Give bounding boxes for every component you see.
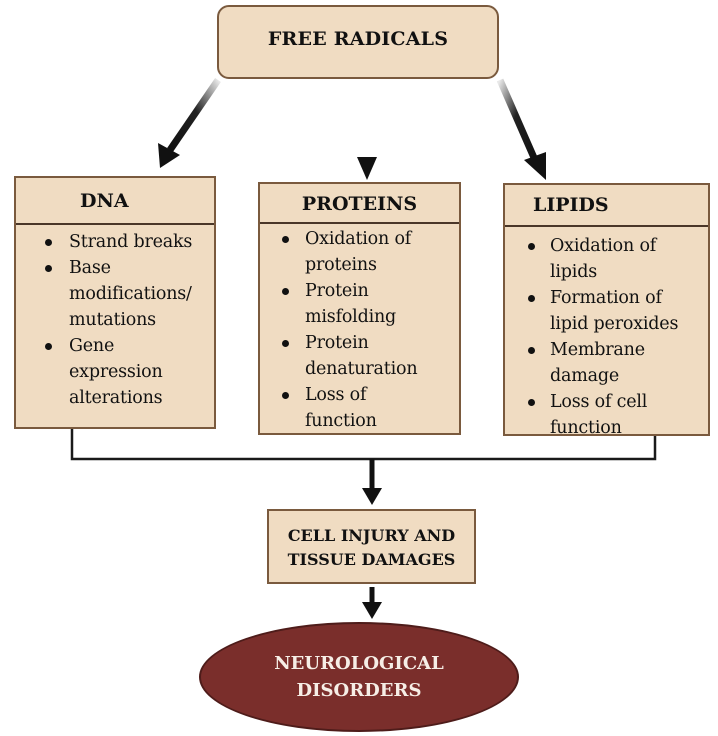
cell-injury-line-1: CELL INJURY AND bbox=[287, 525, 456, 545]
effect-text: function bbox=[305, 411, 377, 431]
effect-item: Protein bbox=[260, 278, 459, 304]
effect-item-continuation: lipid peroxides bbox=[505, 311, 708, 337]
bullet-icon bbox=[528, 347, 535, 354]
effect-text: Membrane bbox=[550, 340, 645, 360]
effect-item: Gene bbox=[16, 333, 214, 359]
effect-text: misfolding bbox=[305, 307, 397, 327]
effect-item-continuation: function bbox=[260, 408, 459, 434]
neurological-disorders-ellipse: NEUROLOGICAL DISORDERS bbox=[199, 622, 519, 732]
effect-text: Formation of bbox=[550, 288, 662, 308]
bullet-icon bbox=[528, 295, 535, 302]
effect-item: Base bbox=[16, 255, 214, 281]
neurological-disorders-line-2: DISORDERS bbox=[296, 680, 422, 701]
bullet-icon bbox=[282, 340, 289, 347]
free-radicals-box: FREE RADICALS bbox=[217, 5, 499, 79]
effect-text: lipids bbox=[550, 262, 597, 282]
effect-item-continuation: misfolding bbox=[260, 304, 459, 330]
effect-item-continuation: damage bbox=[505, 363, 708, 389]
effect-item-continuation: proteins bbox=[260, 252, 459, 278]
effect-text: expression bbox=[69, 362, 163, 382]
bullet-icon bbox=[45, 343, 52, 350]
arrow-root-to-proteins bbox=[357, 80, 377, 180]
effect-item: Loss of cell bbox=[505, 389, 708, 415]
effect-item: Strand breaks bbox=[16, 229, 214, 255]
effect-text: Protein bbox=[305, 333, 369, 353]
effect-text: lipid peroxides bbox=[550, 314, 679, 334]
dna-title: DNA bbox=[16, 178, 214, 225]
arrow-root-to-lipids bbox=[496, 78, 546, 180]
proteins-title: PROTEINS bbox=[260, 184, 459, 224]
bullet-icon bbox=[282, 288, 289, 295]
effect-text: mutations bbox=[69, 310, 156, 330]
effect-text: Loss of bbox=[305, 385, 367, 405]
effect-item: Formation of bbox=[505, 285, 708, 311]
effect-text: alterations bbox=[69, 388, 163, 408]
effect-item-continuation: denaturation bbox=[260, 356, 459, 382]
effect-text: denaturation bbox=[305, 359, 418, 379]
effect-text: Strand breaks bbox=[69, 232, 193, 252]
effect-item-continuation: function bbox=[505, 415, 708, 441]
bullet-icon bbox=[528, 243, 535, 250]
effect-text: Loss of cell bbox=[550, 392, 648, 412]
effect-item: Oxidation of bbox=[260, 226, 459, 252]
effect-item: Membrane bbox=[505, 337, 708, 363]
arrow-root-to-dna bbox=[158, 78, 221, 168]
effect-text: function bbox=[550, 418, 622, 438]
effect-text: modifications/ bbox=[69, 284, 192, 304]
arrow-injury-to-final bbox=[362, 587, 382, 619]
effect-text: Base bbox=[69, 258, 111, 278]
effect-item-continuation: alterations bbox=[16, 385, 214, 411]
effect-item: Loss of bbox=[260, 382, 459, 408]
effect-text: Oxidation of bbox=[305, 229, 412, 249]
effect-item-continuation: modifications/ bbox=[16, 281, 214, 307]
effect-text: Gene bbox=[69, 336, 115, 356]
bullet-icon bbox=[45, 265, 52, 272]
bullet-icon bbox=[282, 236, 289, 243]
bullet-icon bbox=[528, 399, 535, 406]
effect-item-continuation: lipids bbox=[505, 259, 708, 285]
neurological-disorders-line-1: NEUROLOGICAL bbox=[274, 653, 444, 674]
effect-text: damage bbox=[550, 366, 620, 386]
free-radicals-label: FREE RADICALS bbox=[267, 28, 449, 50]
cell-injury-box: CELL INJURY AND TISSUE DAMAGES bbox=[267, 509, 476, 584]
bullet-icon bbox=[282, 392, 289, 399]
effect-item: Oxidation of bbox=[505, 233, 708, 259]
effect-item-continuation: expression bbox=[16, 359, 214, 385]
effect-text: Protein bbox=[305, 281, 369, 301]
cell-injury-line-2: TISSUE DAMAGES bbox=[287, 549, 456, 569]
effect-text: proteins bbox=[305, 255, 377, 275]
effect-item-continuation: mutations bbox=[16, 307, 214, 333]
effect-text: Oxidation of bbox=[550, 236, 657, 256]
effect-item: Protein bbox=[260, 330, 459, 356]
lipids-title: LIPIDS bbox=[505, 185, 708, 227]
bullet-icon bbox=[45, 239, 52, 246]
